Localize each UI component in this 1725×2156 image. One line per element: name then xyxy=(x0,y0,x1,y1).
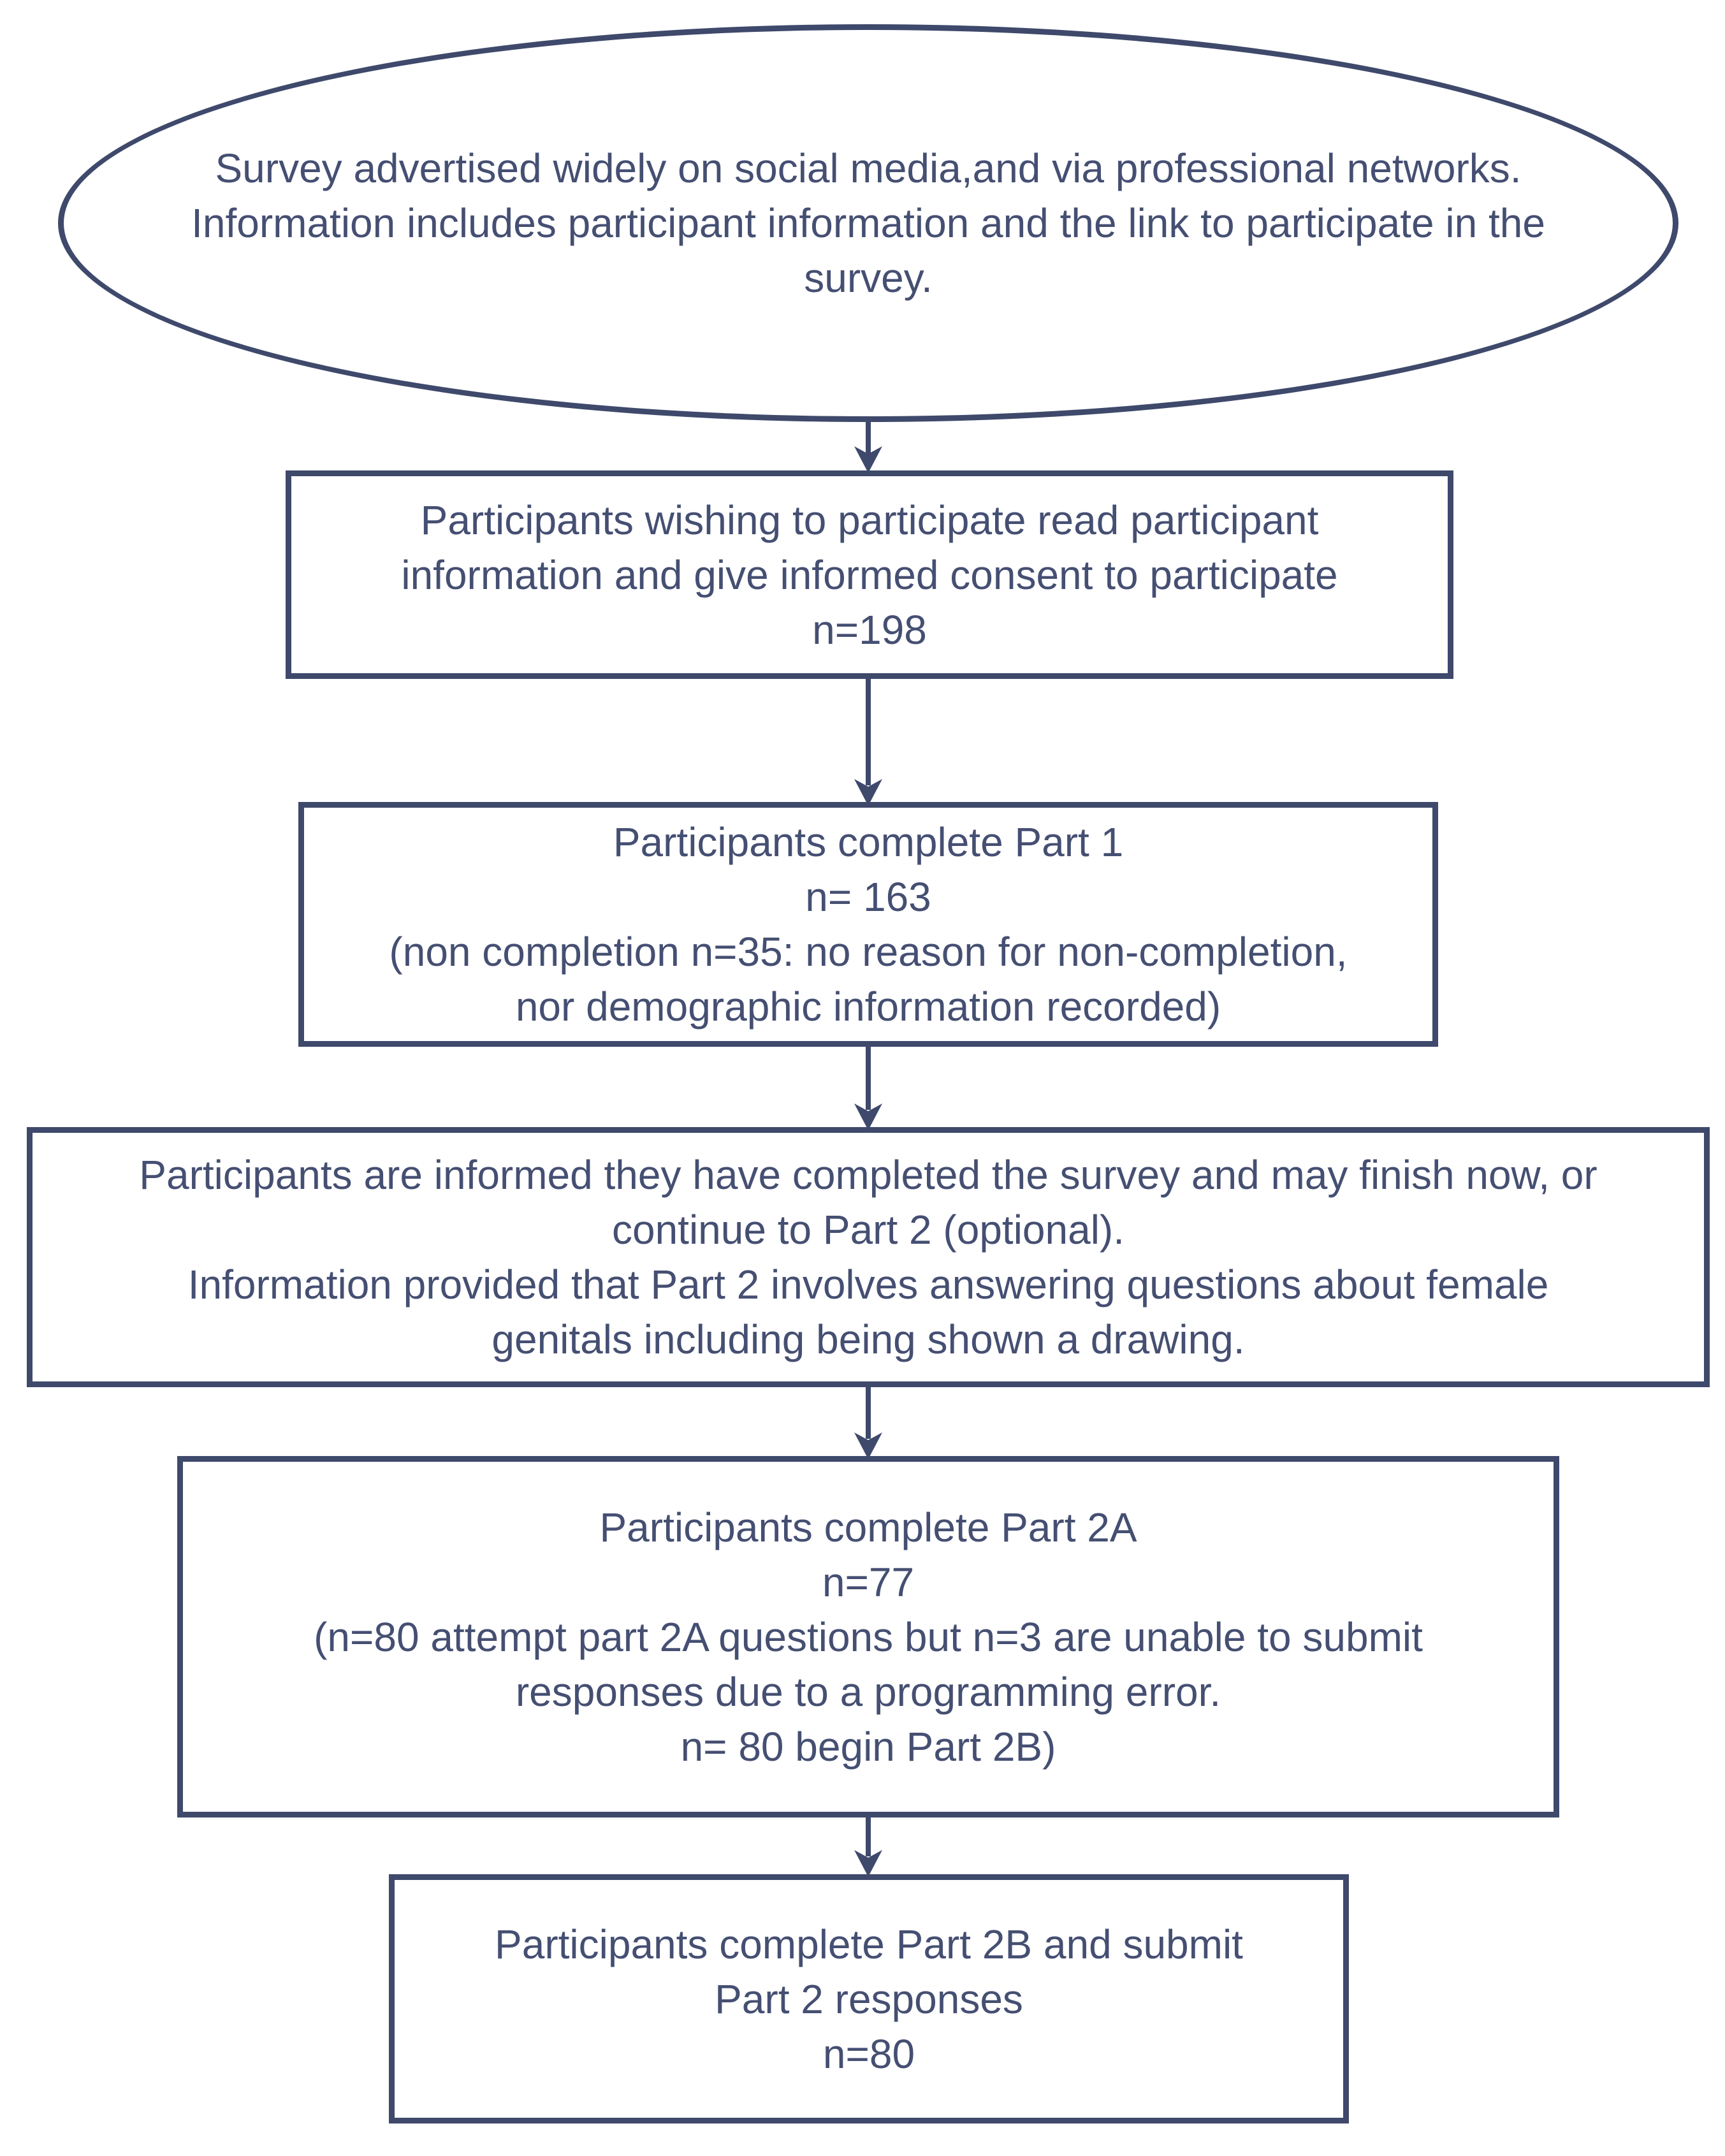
arrowhead-down-icon xyxy=(854,1850,882,1877)
node-complete-part2b-text: Participants complete Part 2B and submit… xyxy=(495,1921,1243,2077)
node-complete-part1: Participants complete Part 1 n= 163 (non… xyxy=(298,802,1438,1047)
node-complete-part2a: Participants complete Part 2A n=77 (n=80… xyxy=(177,1456,1559,1817)
node-part2-information-text: Participants are informed they have comp… xyxy=(139,1152,1598,1362)
arrowhead-down-icon xyxy=(854,779,882,806)
node-survey-advertised-text: Survey advertised widely on social media… xyxy=(191,145,1545,301)
arrow-part2info-to-part2a xyxy=(854,1384,882,1459)
node-complete-part1-text: Participants complete Part 1 n= 163 (non… xyxy=(389,819,1348,1030)
arrow-part1-to-part2info xyxy=(854,1044,882,1130)
arrow-consent-to-part1 xyxy=(854,676,882,806)
arrowhead-down-icon xyxy=(854,1432,882,1459)
node-complete-part2b: Participants complete Part 2B and submit… xyxy=(389,1874,1349,2123)
node-part2-information: Participants are informed they have comp… xyxy=(27,1127,1710,1387)
arrowhead-down-icon xyxy=(854,446,882,473)
arrow-start-to-consent xyxy=(854,417,882,473)
arrowhead-down-icon xyxy=(854,1103,882,1130)
arrow-part2a-to-part2b xyxy=(854,1814,882,1877)
node-complete-part2a-text: Participants complete Part 2A n=77 (n=80… xyxy=(314,1504,1423,1770)
node-survey-advertised: Survey advertised widely on social media… xyxy=(58,24,1678,422)
node-informed-consent: Participants wishing to participate read… xyxy=(286,470,1453,679)
node-informed-consent-text: Participants wishing to participate read… xyxy=(401,497,1338,653)
